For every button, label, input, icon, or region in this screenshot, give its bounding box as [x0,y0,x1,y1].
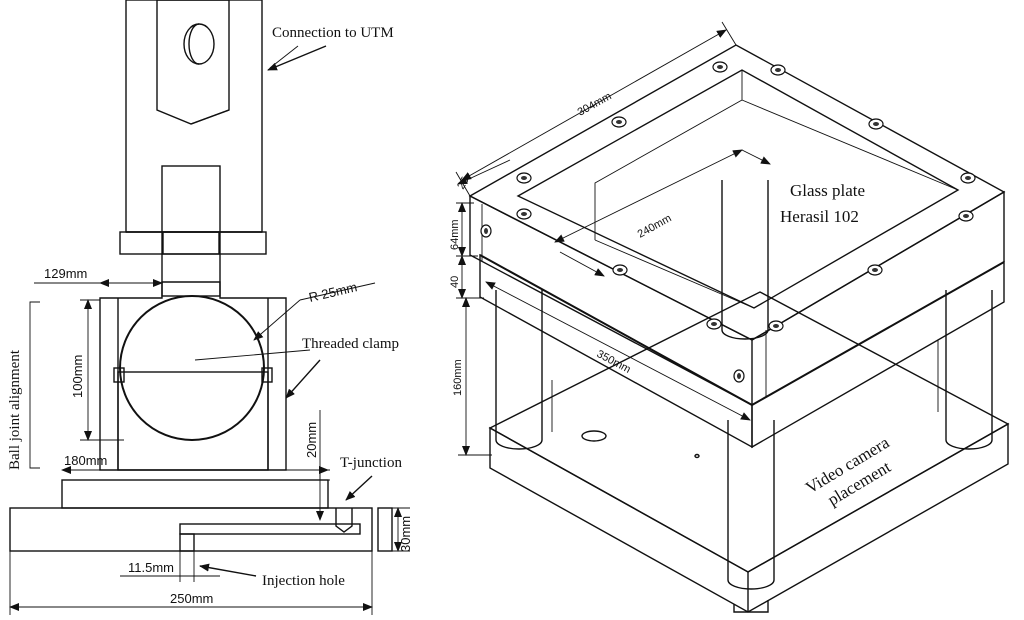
dim-11-5mm: 11.5mm [128,560,174,575]
bolt [768,320,784,332]
bolt [611,116,627,128]
right-isometric-view: Glass plate Herasil 102 Video camera pla… [449,21,1010,613]
dim-304mm: 304mm [576,90,614,118]
bolt [960,172,976,184]
base-plates [9,479,393,552]
bolt [516,208,532,220]
bolt [706,318,722,330]
right-dimensions [455,21,771,456]
left-cross-section: Connection to UTM Threaded clamp T-junct… [7,0,413,615]
dim-240mm: 240mm [636,212,674,240]
collar-nut [119,231,267,255]
bolt [770,64,786,76]
ball-housing [99,281,287,471]
injection-hole-label: Injection hole [262,573,345,589]
glass-plate-label-line1: Glass plate [790,181,865,200]
glass-plate-label-line2: Herasil 102 [780,207,859,226]
bolt [480,224,492,238]
iso-lower-frame [479,253,1005,449]
bolt [516,172,532,184]
dim-r25mm: R 25mm [307,279,358,305]
dim-160mm: 160mm [452,359,464,396]
left-callouts [194,45,373,577]
threaded-clamp-label: Threaded clamp [302,336,399,352]
iso-bolts [480,61,976,383]
connection-to-utm-label: Connection to UTM [272,25,394,41]
t-junction-label: T-junction [340,455,402,471]
dim-30mm: 30mm [398,516,413,552]
dim-40: 40 [449,276,461,288]
dim-64mm: 64mm [449,219,461,250]
bolt [733,369,745,383]
dim-100mm: 100mm [70,355,85,398]
iso-upper-frame [468,44,1006,406]
dim-250mm: 250mm [170,591,213,606]
bolt [868,118,884,130]
dim-129mm: 129mm [44,266,87,281]
iso-legs [495,180,993,590]
bolt [612,264,628,276]
ball-joint-alignment-label: Ball joint alignment [7,349,23,470]
iso-base-plate [488,291,1010,613]
bolt [712,61,728,73]
dim-25: 25 [455,175,472,192]
inner-shaft [161,165,221,297]
left-dimensions [9,279,410,615]
bolt [958,210,974,222]
utm-connection-rod [125,0,263,233]
ball-joint [113,295,273,441]
dim-20mm: 20mm [304,422,319,458]
dim-180mm: 180mm [64,453,107,468]
bolt [867,264,883,276]
